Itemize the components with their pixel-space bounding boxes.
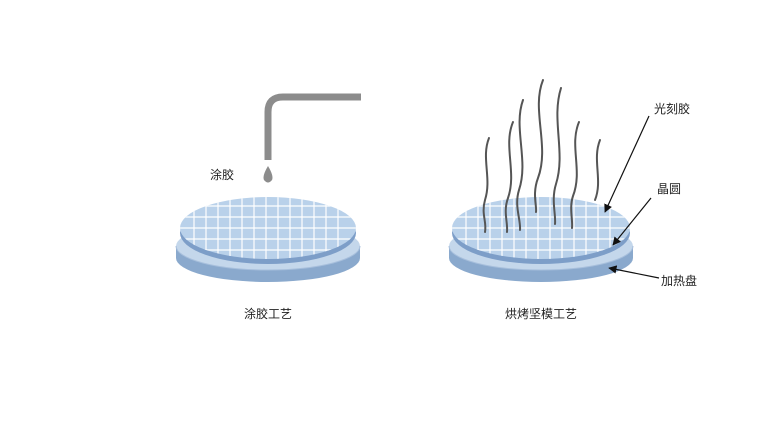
wafer-right xyxy=(452,197,630,264)
coating-caption: 涂胶工艺 xyxy=(244,306,292,321)
label-photoresist: 光刻胶 xyxy=(654,101,690,116)
label-arrows xyxy=(604,115,660,279)
coating-illustration: 涂胶 涂胶工艺 xyxy=(175,93,361,321)
resist-droplet xyxy=(263,166,273,183)
coating-label: 涂胶 xyxy=(210,167,234,182)
label-wafer: 晶圆 xyxy=(657,182,681,196)
hardbake-caption: 烘烤坚模工艺 xyxy=(505,306,577,321)
arrow-photoresist xyxy=(604,115,650,213)
vapor-wisps xyxy=(482,79,601,233)
arrow-wafer xyxy=(612,197,652,246)
wafer-left xyxy=(180,197,356,264)
hardbake-illustration: 光刻胶 晶圆 加热盘 烘烤坚模工艺 xyxy=(448,79,697,321)
arrow-hotplate xyxy=(608,265,660,279)
dispense-nozzle xyxy=(264,93,361,160)
label-hotplate: 加热盘 xyxy=(661,273,697,288)
